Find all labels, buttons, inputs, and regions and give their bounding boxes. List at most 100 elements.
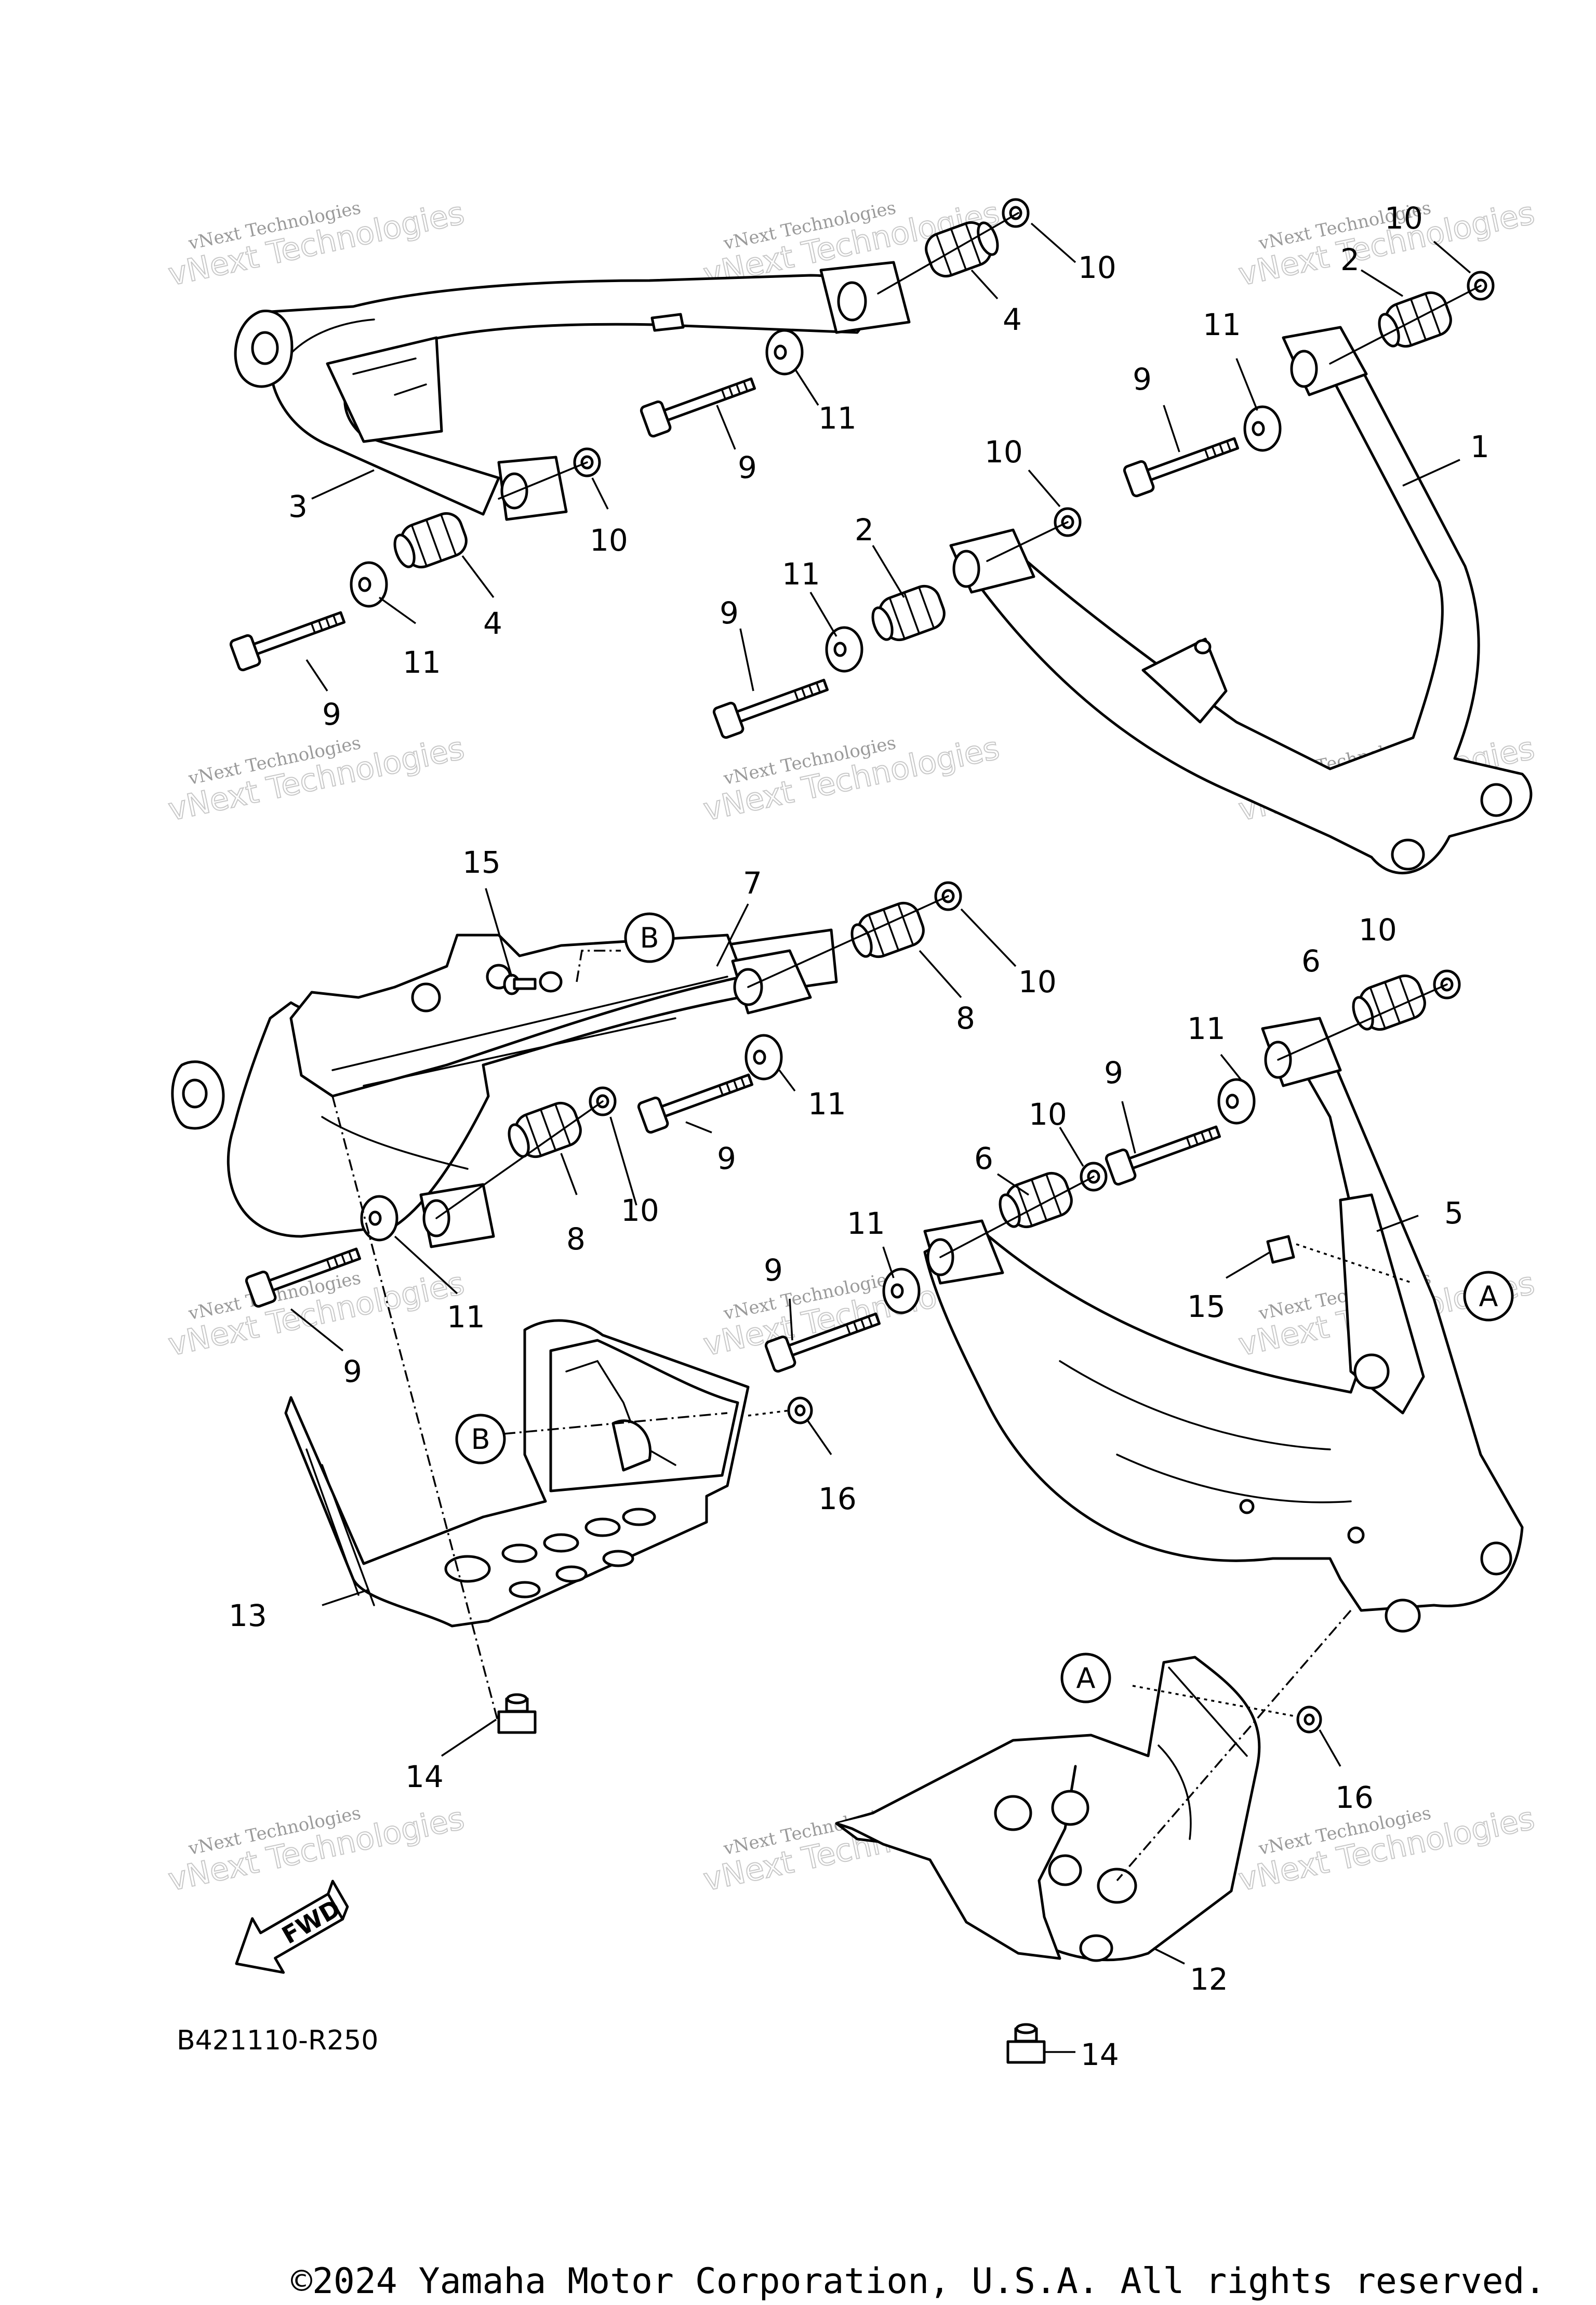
guard-right-part-12 — [835, 1656, 1261, 1962]
callout-15: 15 — [1187, 1289, 1226, 1324]
callout-10: 10 — [590, 523, 628, 558]
rivet-15 — [503, 974, 537, 995]
callout-10: 10 — [1029, 1097, 1067, 1132]
washer-11 — [765, 329, 804, 376]
callout-11: 11 — [1187, 1011, 1226, 1046]
callout-11: 11 — [808, 1086, 846, 1122]
lower-arm-left-part-7 — [171, 928, 838, 1248]
bolt-9 — [764, 1312, 881, 1373]
washer-11 — [360, 1195, 398, 1242]
callout-13: 13 — [229, 1598, 267, 1633]
callout-11: 11 — [403, 645, 441, 680]
reference-b-top: B — [624, 912, 675, 963]
callout-4: 4 — [1003, 302, 1022, 337]
watermark: vNext Technologies vNext Technologies — [165, 194, 468, 294]
callout-16: 16 — [1335, 1780, 1374, 1815]
reference-b-guard: B — [455, 1414, 506, 1464]
bolt-9 — [640, 377, 756, 438]
callout-5: 5 — [1444, 1195, 1464, 1231]
callout-9: 9 — [1104, 1055, 1123, 1090]
copyright-notice: ©2024 Yamaha Motor Corporation, U.S.A. A… — [291, 2261, 1546, 2302]
callout-8: 8 — [566, 1221, 586, 1257]
nuts — [573, 198, 1495, 1192]
washer-11 — [1217, 1078, 1256, 1125]
callout-3: 3 — [288, 489, 308, 524]
watermark: vNext Technologies vNext Technologies — [165, 1800, 468, 1899]
washers — [350, 329, 1282, 1314]
callout-6: 6 — [974, 1141, 993, 1176]
callout-11: 11 — [818, 401, 857, 436]
callout-14: 14 — [1081, 2037, 1119, 2072]
callout-2: 2 — [1340, 242, 1360, 277]
callout-9: 9 — [717, 1141, 736, 1176]
callout-4: 4 — [483, 606, 502, 641]
callout-10: 10 — [621, 1193, 659, 1228]
washer-11 — [744, 1034, 783, 1081]
svg-text:B: B — [640, 922, 659, 954]
bolts — [229, 377, 1240, 1373]
bushing-8-top — [850, 901, 925, 958]
upper-arm-left-part-3 — [234, 261, 911, 521]
assembly-lines — [331, 212, 1482, 1882]
screw-14 — [497, 1693, 537, 1734]
bushing-6-top — [1352, 974, 1426, 1031]
bushing-6-bottom — [999, 1171, 1073, 1229]
svg-text:A: A — [1076, 1662, 1096, 1695]
small-fasteners — [497, 974, 1322, 2064]
callout-10: 10 — [1385, 201, 1423, 236]
upper-arm-right-part-1 — [949, 326, 1533, 875]
bushing-2-bottom — [871, 584, 946, 642]
washer-11 — [350, 561, 388, 608]
callout-labels: 1 2 2 3 4 4 5 6 6 7 8 8 9 9 9 9 9 9 9 9 … — [229, 201, 1489, 2072]
washer-11 — [825, 626, 863, 673]
nut-10 — [1467, 271, 1495, 301]
callout-10: 10 — [985, 434, 1023, 470]
washer-11 — [1243, 405, 1282, 452]
callout-11: 11 — [1203, 307, 1241, 342]
callout-11: 11 — [847, 1206, 885, 1241]
bushing-2-top — [1378, 291, 1452, 348]
screw-14 — [1006, 2023, 1046, 2064]
reference-a-guard: A — [1060, 1653, 1111, 1703]
bushing-4-top — [925, 221, 999, 278]
callout-10: 10 — [1359, 912, 1397, 948]
callout-11: 11 — [447, 1299, 485, 1335]
callout-6: 6 — [1301, 943, 1321, 979]
callout-8: 8 — [956, 1001, 975, 1036]
fwd-arrow-icon: FWD — [235, 1880, 349, 1974]
svg-text:B: B — [471, 1423, 490, 1456]
reference-a-arm: A — [1463, 1271, 1514, 1322]
bushing-4-bottom — [393, 512, 468, 569]
callout-7: 7 — [743, 865, 762, 901]
bushing-8-bottom — [508, 1101, 582, 1158]
callout-16: 16 — [818, 1481, 857, 1516]
bolt-9 — [1123, 437, 1240, 498]
callout-10: 10 — [1078, 250, 1116, 285]
callout-12: 12 — [1190, 1962, 1228, 1997]
guard-left-part-13 — [284, 1319, 750, 1628]
nut-10 — [1002, 198, 1030, 228]
svg-text:A: A — [1479, 1280, 1498, 1313]
bolt-9 — [712, 678, 829, 739]
callout-9: 9 — [720, 595, 739, 631]
nut-16 — [787, 1396, 813, 1424]
watermark: vNext Technologies vNext Technologies — [1235, 1800, 1538, 1899]
bolt-9 — [637, 1073, 754, 1134]
nut-16 — [1296, 1706, 1322, 1734]
bolt-9 — [245, 1247, 362, 1308]
reference-circles: B B A A — [455, 912, 1514, 1703]
callout-11: 11 — [782, 556, 820, 592]
leader-lines — [290, 222, 1471, 2053]
callout-14: 14 — [405, 1759, 444, 1794]
bolt-9 — [229, 611, 346, 672]
callout-9: 9 — [738, 450, 757, 485]
callout-9: 9 — [343, 1354, 362, 1389]
washer-11 — [882, 1268, 921, 1314]
callout-9: 9 — [764, 1253, 783, 1288]
callout-1: 1 — [1470, 429, 1489, 464]
callout-9: 9 — [1133, 362, 1152, 397]
callout-2: 2 — [855, 512, 874, 548]
bolt-9 — [1105, 1125, 1221, 1186]
watermark: vNext Technologies vNext Technologies — [165, 729, 468, 829]
